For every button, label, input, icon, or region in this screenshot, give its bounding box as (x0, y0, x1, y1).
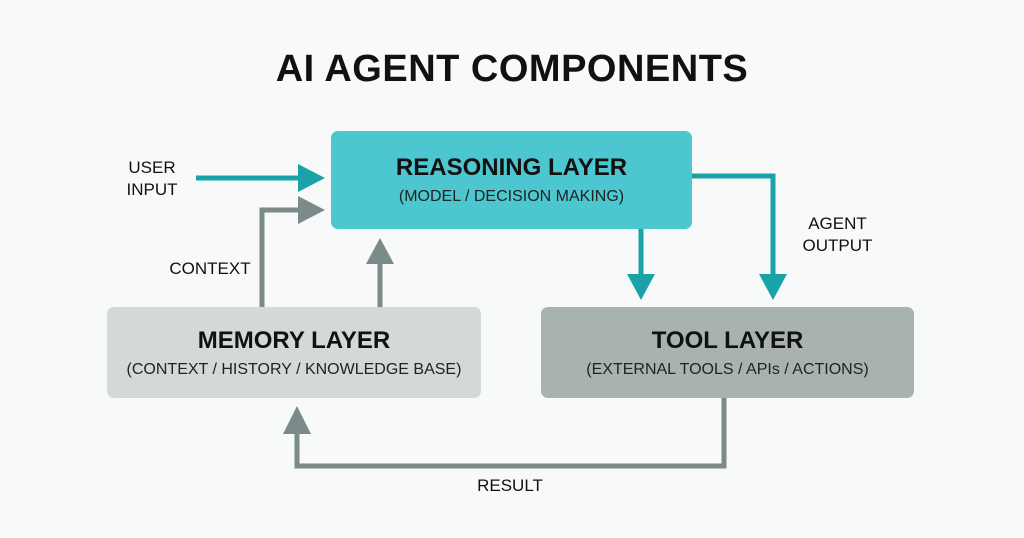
user-input-label: USER INPUT (112, 157, 192, 201)
agent-output-label: AGENT OUTPUT (790, 213, 885, 257)
result-arrow (283, 398, 727, 469)
tool-layer-title: TOOL LAYER (651, 326, 804, 354)
memory-layer-subtitle: (CONTEXT / HISTORY / KNOWLEDGE BASE) (126, 360, 462, 378)
memory-layer-title: MEMORY LAYER (197, 326, 391, 354)
user-input-label-line1: USER (128, 158, 176, 177)
result-label: RESULT (477, 476, 543, 495)
context-label: CONTEXT (169, 259, 251, 278)
reasoning-layer-title: REASONING LAYER (395, 154, 628, 181)
agent-output-label-line1: AGENT (808, 214, 867, 233)
memory-to-reasoning-arrow (366, 238, 394, 307)
agent-output-arrow (692, 173, 787, 300)
user-input-label-line2: INPUT (126, 180, 178, 199)
reasoning-layer-subtitle: (MODEL / DECISION MAKING) (398, 188, 625, 205)
tool-layer-node: TOOL LAYER (EXTERNAL TOOLS / APIs / ACTI… (541, 307, 914, 398)
diagram-title: AI AGENT COMPONENTS (275, 48, 749, 90)
context-arrow (259, 196, 325, 307)
reasoning-layer-node: REASONING LAYER (MODEL / DECISION MAKING… (331, 131, 692, 229)
tool-layer-subtitle: (EXTERNAL TOOLS / APIs / ACTIONS) (586, 360, 869, 378)
user-input-arrow (196, 164, 325, 192)
memory-layer-node: MEMORY LAYER (CONTEXT / HISTORY / KNOWLE… (107, 307, 481, 398)
reasoning-to-tool-arrow (627, 229, 655, 300)
agent-output-label-line2: OUTPUT (802, 236, 873, 255)
